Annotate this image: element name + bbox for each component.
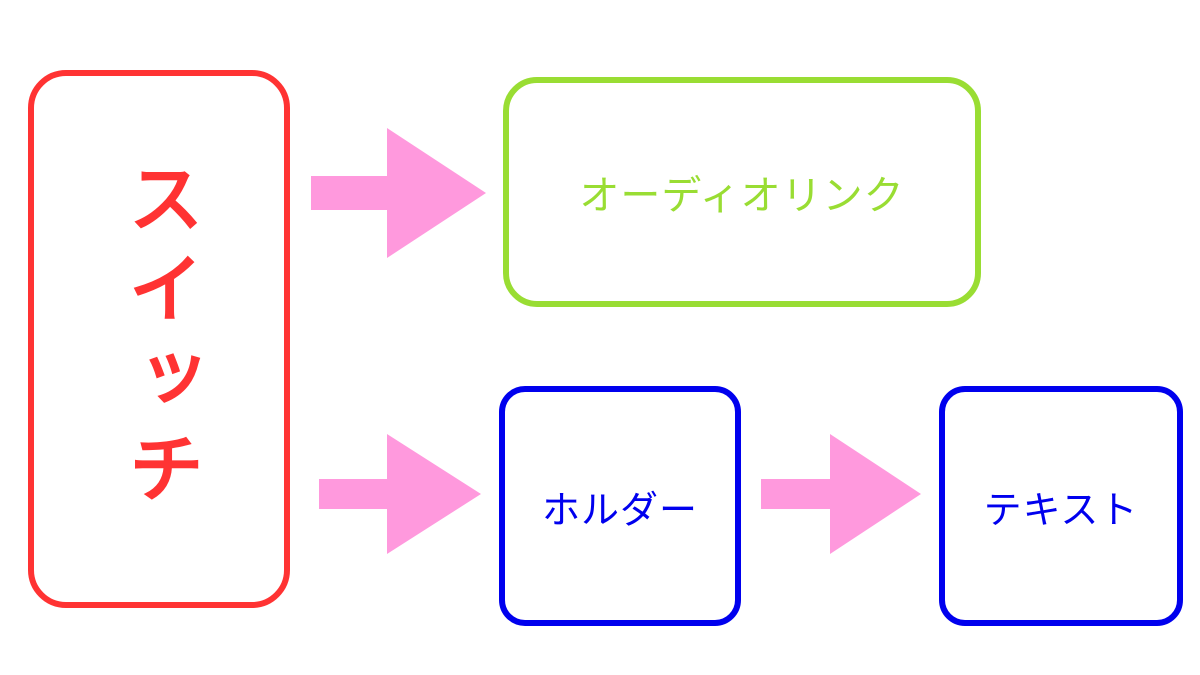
arrow-switch-to-audio-link: [311, 128, 486, 258]
arrow-holder-to-text: [761, 434, 921, 554]
holder-label: ホルダー: [541, 487, 698, 532]
switch-label: スイッチ: [115, 159, 204, 519]
holder-node: ホルダー: [499, 386, 741, 626]
switch-node: スイッチ: [28, 70, 290, 608]
audio-link-label: オーディオリンク: [579, 173, 905, 219]
text-node: テキスト: [939, 386, 1183, 626]
arrow-switch-to-holder: [319, 434, 481, 554]
audio-link-node: オーディオリンク: [503, 77, 981, 307]
text-label: テキスト: [983, 487, 1139, 532]
